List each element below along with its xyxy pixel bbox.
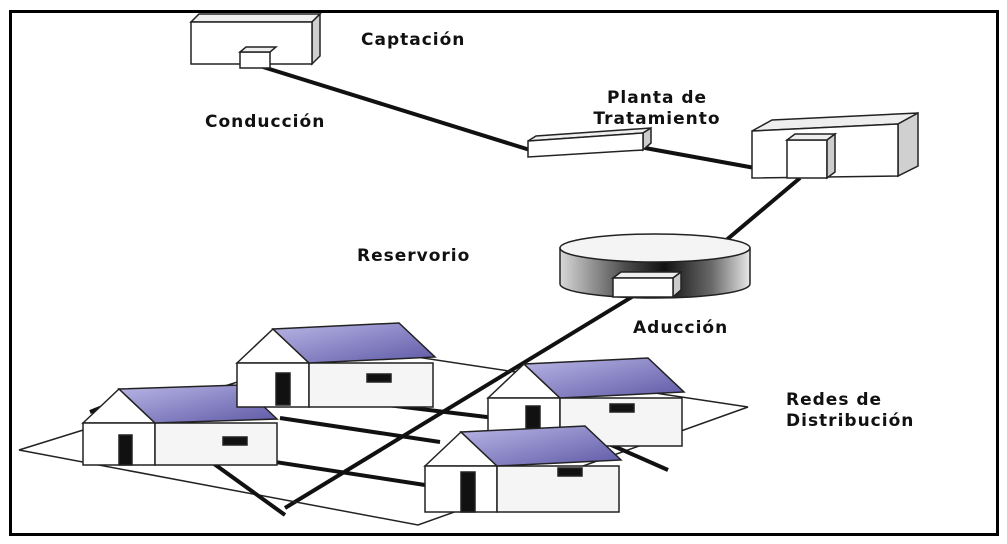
label-planta-line1: Planta de: [606, 88, 708, 108]
reservorio-tank: [559, 233, 751, 299]
label-redes-line1: Redes de: [786, 390, 883, 410]
label-redes-line2: Distribución: [786, 411, 915, 431]
conduccion-box: [527, 126, 652, 158]
pipe-to-plant: [644, 146, 756, 170]
label-planta-tratamiento: Planta de Tratamiento: [557, 88, 757, 130]
house-1: [81, 384, 279, 466]
house-4: [423, 425, 623, 513]
label-reservorio: Reservorio: [357, 246, 471, 266]
label-aduccion: Aducción: [633, 318, 729, 338]
pipe-conduccion: [262, 65, 531, 152]
captacion-structure: [189, 12, 322, 69]
label-redes-distribucion: Redes de Distribución: [786, 390, 914, 432]
house-2: [235, 322, 437, 408]
label-planta-line2: Tratamiento: [593, 109, 721, 129]
planta-tratamiento-structure: [751, 111, 919, 180]
label-captacion: Captación: [361, 30, 466, 50]
street-4: [279, 416, 441, 444]
label-conduccion: Conducción: [205, 112, 326, 132]
